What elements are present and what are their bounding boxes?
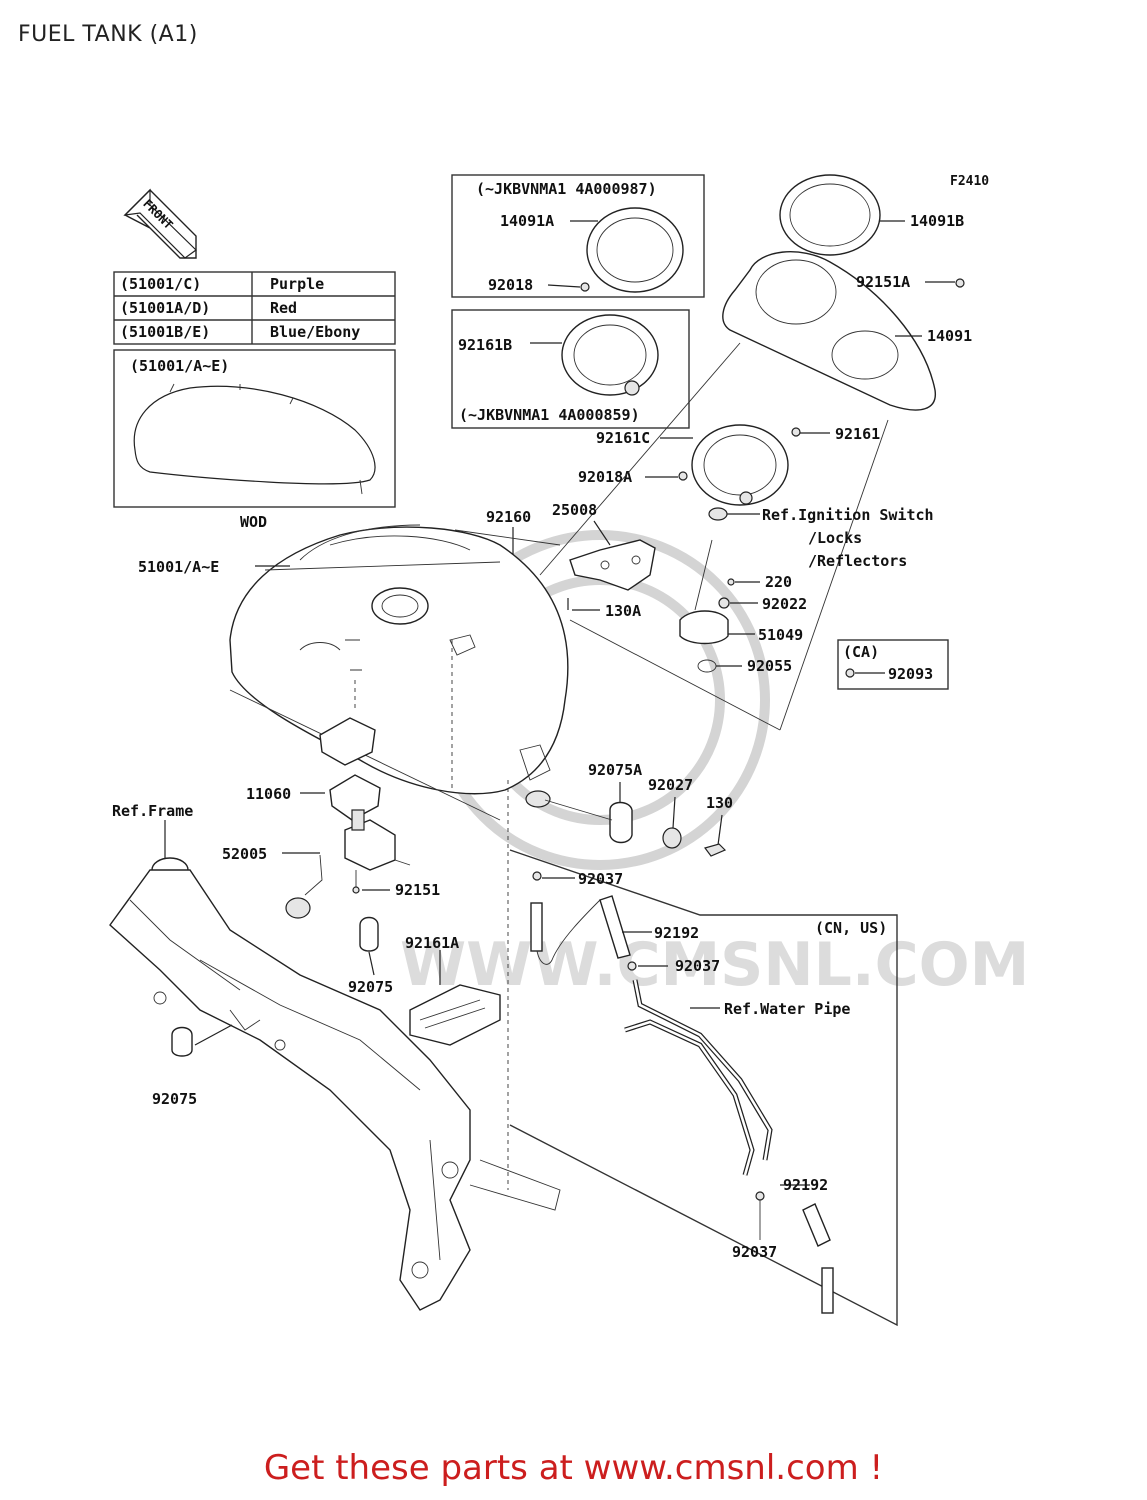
part-label: 92093 xyxy=(888,665,933,683)
part-label: 92192 xyxy=(783,1176,828,1194)
part-label: 14091 xyxy=(927,327,972,345)
part-label: 92055 xyxy=(747,657,792,675)
part-label: 92027 xyxy=(648,776,693,794)
ignition-parts: Ref.Ignition Switch /Locks /Reflectors 2… xyxy=(679,506,934,675)
gasket-14091b xyxy=(779,174,881,256)
part-label: 92037 xyxy=(578,870,623,888)
mount-parts: 92075A 92027 130 xyxy=(544,761,733,857)
box-ca: (CA) 92093 xyxy=(837,639,949,690)
front-arrow-icon: FRONT xyxy=(123,188,197,259)
part-label: 92075 xyxy=(348,978,393,996)
tank-side-box: (51001/A~E) WOD xyxy=(113,349,396,531)
part-label: 92037 xyxy=(675,957,720,975)
fuel-tank-51001: 51001/A~E xyxy=(138,524,781,821)
page-title: FUEL TANK (A1) xyxy=(18,22,198,47)
gasket-92161c xyxy=(691,424,789,506)
color-table: (51001/C) Purple (51001A/D) Red (51001B/… xyxy=(113,271,396,345)
part-label: Ref.Frame xyxy=(112,802,193,820)
part-label: Ref.Ignition Switch xyxy=(762,506,934,524)
color-table-color: Purple xyxy=(270,275,324,293)
box-jk2-label: (~JKBVNMA1 4A000859) xyxy=(459,406,640,424)
water-pipe: Ref.Water Pipe 92192 92037 xyxy=(624,979,850,1314)
color-table-code: (51001B/E) xyxy=(120,323,210,341)
cover-14091: 14091 92151A 92161 xyxy=(722,251,972,443)
part-label: 52005 xyxy=(222,845,267,863)
color-table-color: Red xyxy=(270,299,297,317)
part-label: 92161 xyxy=(835,425,880,443)
part-label: 51001/A~E xyxy=(138,558,219,576)
part-label: 92075 xyxy=(152,1090,197,1108)
part-label: 130A xyxy=(605,602,641,620)
damper-92075 xyxy=(359,916,379,952)
figure-code: F2410 xyxy=(950,174,989,189)
footer-link-text[interactable]: Get these parts at www.cmsnl.com ! xyxy=(263,1448,884,1488)
rubber-92161a xyxy=(409,984,501,1046)
parts-diagram: WWW.CMSNL.COM F2410 FRONT (51001/C) Purp… xyxy=(109,174,1029,1327)
part-label: 92161B xyxy=(458,336,512,354)
tank-box-caption: WOD xyxy=(240,513,267,531)
part-label: 92022 xyxy=(762,595,807,613)
box-cnus-label: (CN, US) xyxy=(815,919,887,937)
part-label: 92161A xyxy=(405,934,459,952)
part-label: 51049 xyxy=(758,626,803,644)
part-label: 92192 xyxy=(654,924,699,942)
part-label: 14091B xyxy=(910,212,964,230)
part-label: 220 xyxy=(765,573,792,591)
part-label: 25008 xyxy=(552,501,597,519)
damper-92075-b xyxy=(171,1026,193,1057)
part-label: 130 xyxy=(706,794,733,812)
tank-box-label: (51001/A~E) xyxy=(130,357,229,375)
color-table-code: (51001A/D) xyxy=(120,299,210,317)
part-label: 92151A xyxy=(856,273,910,291)
box-jk2: 92161B (~JKBVNMA1 4A000859) xyxy=(451,309,690,429)
color-table-color: Blue/Ebony xyxy=(270,323,360,341)
part-label: 92075A xyxy=(588,761,642,779)
part-label: Ref.Water Pipe xyxy=(724,1000,850,1018)
part-label: 92018 xyxy=(488,276,533,294)
fuel-pump-52005: 11060 52005 92151 xyxy=(222,717,440,919)
box-cnus: (CN, US) xyxy=(509,849,898,1327)
part-label: 92018A xyxy=(578,468,632,486)
part-label: 92151 xyxy=(395,881,440,899)
part-label: /Locks xyxy=(808,529,862,547)
part-label: 92037 xyxy=(732,1243,777,1261)
hoses: 92037 92192 92037 xyxy=(530,870,720,975)
part-label: /Reflectors xyxy=(808,552,907,570)
part-label: 11060 xyxy=(246,785,291,803)
box-jk1: (~JKBVNMA1 4A000987) 14091A 92018 xyxy=(451,174,705,298)
bracket-25008: 92160 25008 130A xyxy=(486,501,656,620)
frame-ref: Ref.Frame xyxy=(109,802,561,1311)
watermark-text: WWW.CMSNL.COM xyxy=(400,930,1029,1000)
part-label: 92160 xyxy=(486,508,531,526)
part-label: 14091A xyxy=(500,212,554,230)
box-jk1-label: (~JKBVNMA1 4A000987) xyxy=(476,180,657,198)
box-ca-label: (CA) xyxy=(843,643,879,661)
color-table-code: (51001/C) xyxy=(120,275,201,293)
part-label: 92161C xyxy=(596,429,650,447)
